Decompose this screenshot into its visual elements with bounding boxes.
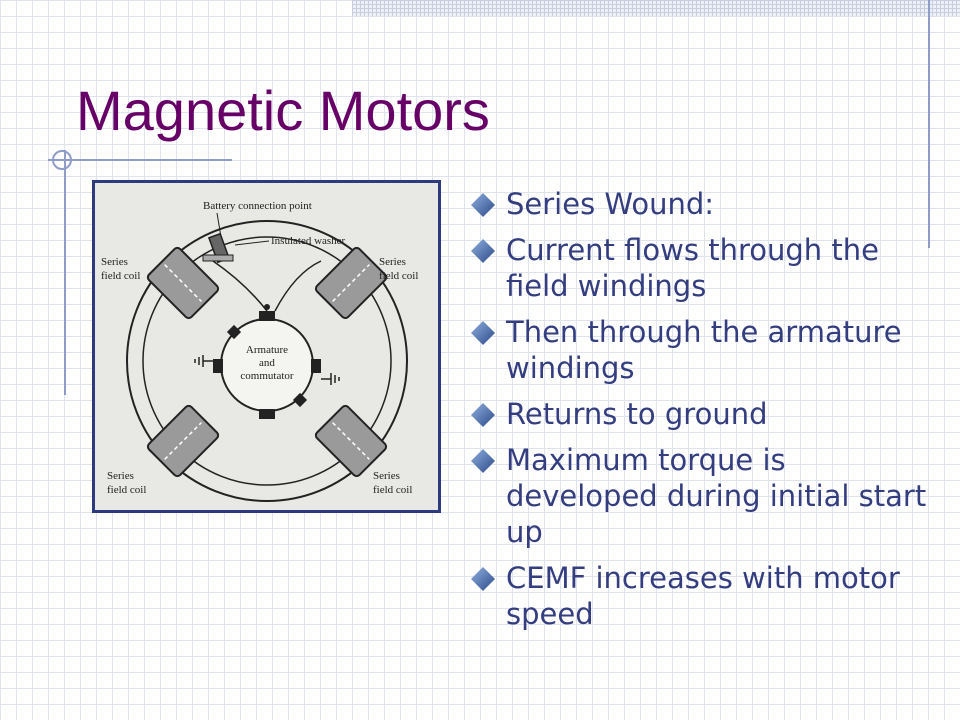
coil-tl-label-2: field coil [101,270,140,282]
inner-ring [142,236,392,486]
decor-line-right [928,0,930,248]
bullet-text: Then through the armature windings [506,315,902,385]
slide-title: Magnetic Motors [76,79,490,142]
bullet-item: CEMF increases with motor speed [470,560,940,632]
diamond-bullet-icon [471,321,495,345]
field-coil-top-left [146,246,220,320]
ground-symbol-left [194,355,213,367]
bullet-item: Series Wound: [470,186,940,222]
washer-label: Insulated washer [271,235,346,247]
coil-bl-label-2: field coil [107,484,146,496]
armature-commutator [213,311,321,419]
bullet-text: Maximum torque is developed during initi… [506,443,927,549]
armature-label-2: and [259,357,275,369]
series-motor-diagram-svg: Armature and commutator Battery connecti… [101,200,418,502]
diamond-bullet-icon [471,193,495,217]
bullet-item: Maximum torque is developed during initi… [470,442,940,550]
coil-bl-label-1: Series [107,470,134,482]
junction-dot [264,304,270,310]
coil-br-label-1: Series [373,470,400,482]
bullet-item: Returns to ground [470,396,940,432]
diamond-bullet-icon [471,449,495,473]
ground-symbol-right [321,373,340,385]
bullet-item: Then through the armature windings [470,314,940,386]
diamond-bullet-icon [471,239,495,263]
coil-tr-label-2: field coil [379,270,418,282]
coil-tl-label-1: Series [101,256,128,268]
diamond-bullet-icon [471,567,495,591]
bullet-list: Series Wound: Current flows through the … [470,186,940,642]
wire-top-right [274,260,322,312]
bullet-text: Current flows through the field windings [506,233,879,303]
title-underline [48,159,232,161]
diamond-bullet-icon [471,403,495,427]
battery-leader [216,212,222,238]
field-coil-bottom-left [146,404,220,478]
battery-label: Battery connection point [203,200,312,212]
coil-tr-label-1: Series [379,256,406,268]
wire-to-armature [212,260,268,312]
washer-leader [234,240,270,246]
armature-label-1: Armature [246,344,288,356]
armature-label-3: commutator [240,370,293,382]
decor-line-left [64,150,66,395]
motor-diagram: Armature and commutator Battery connecti… [92,180,441,513]
field-coil-top-right [314,246,388,320]
bullet-item: Current flows through the field windings [470,232,940,304]
field-coil-bottom-right [314,404,388,478]
header-band [352,0,960,16]
bullet-text: Series Wound: [506,187,715,221]
bullet-text: Returns to ground [506,397,768,431]
bullet-text: CEMF increases with motor speed [506,561,900,631]
battery-terminal [202,232,234,264]
outer-ring [126,220,408,502]
coil-br-label-2: field coil [373,484,412,496]
corner-ring-icon [52,150,72,170]
